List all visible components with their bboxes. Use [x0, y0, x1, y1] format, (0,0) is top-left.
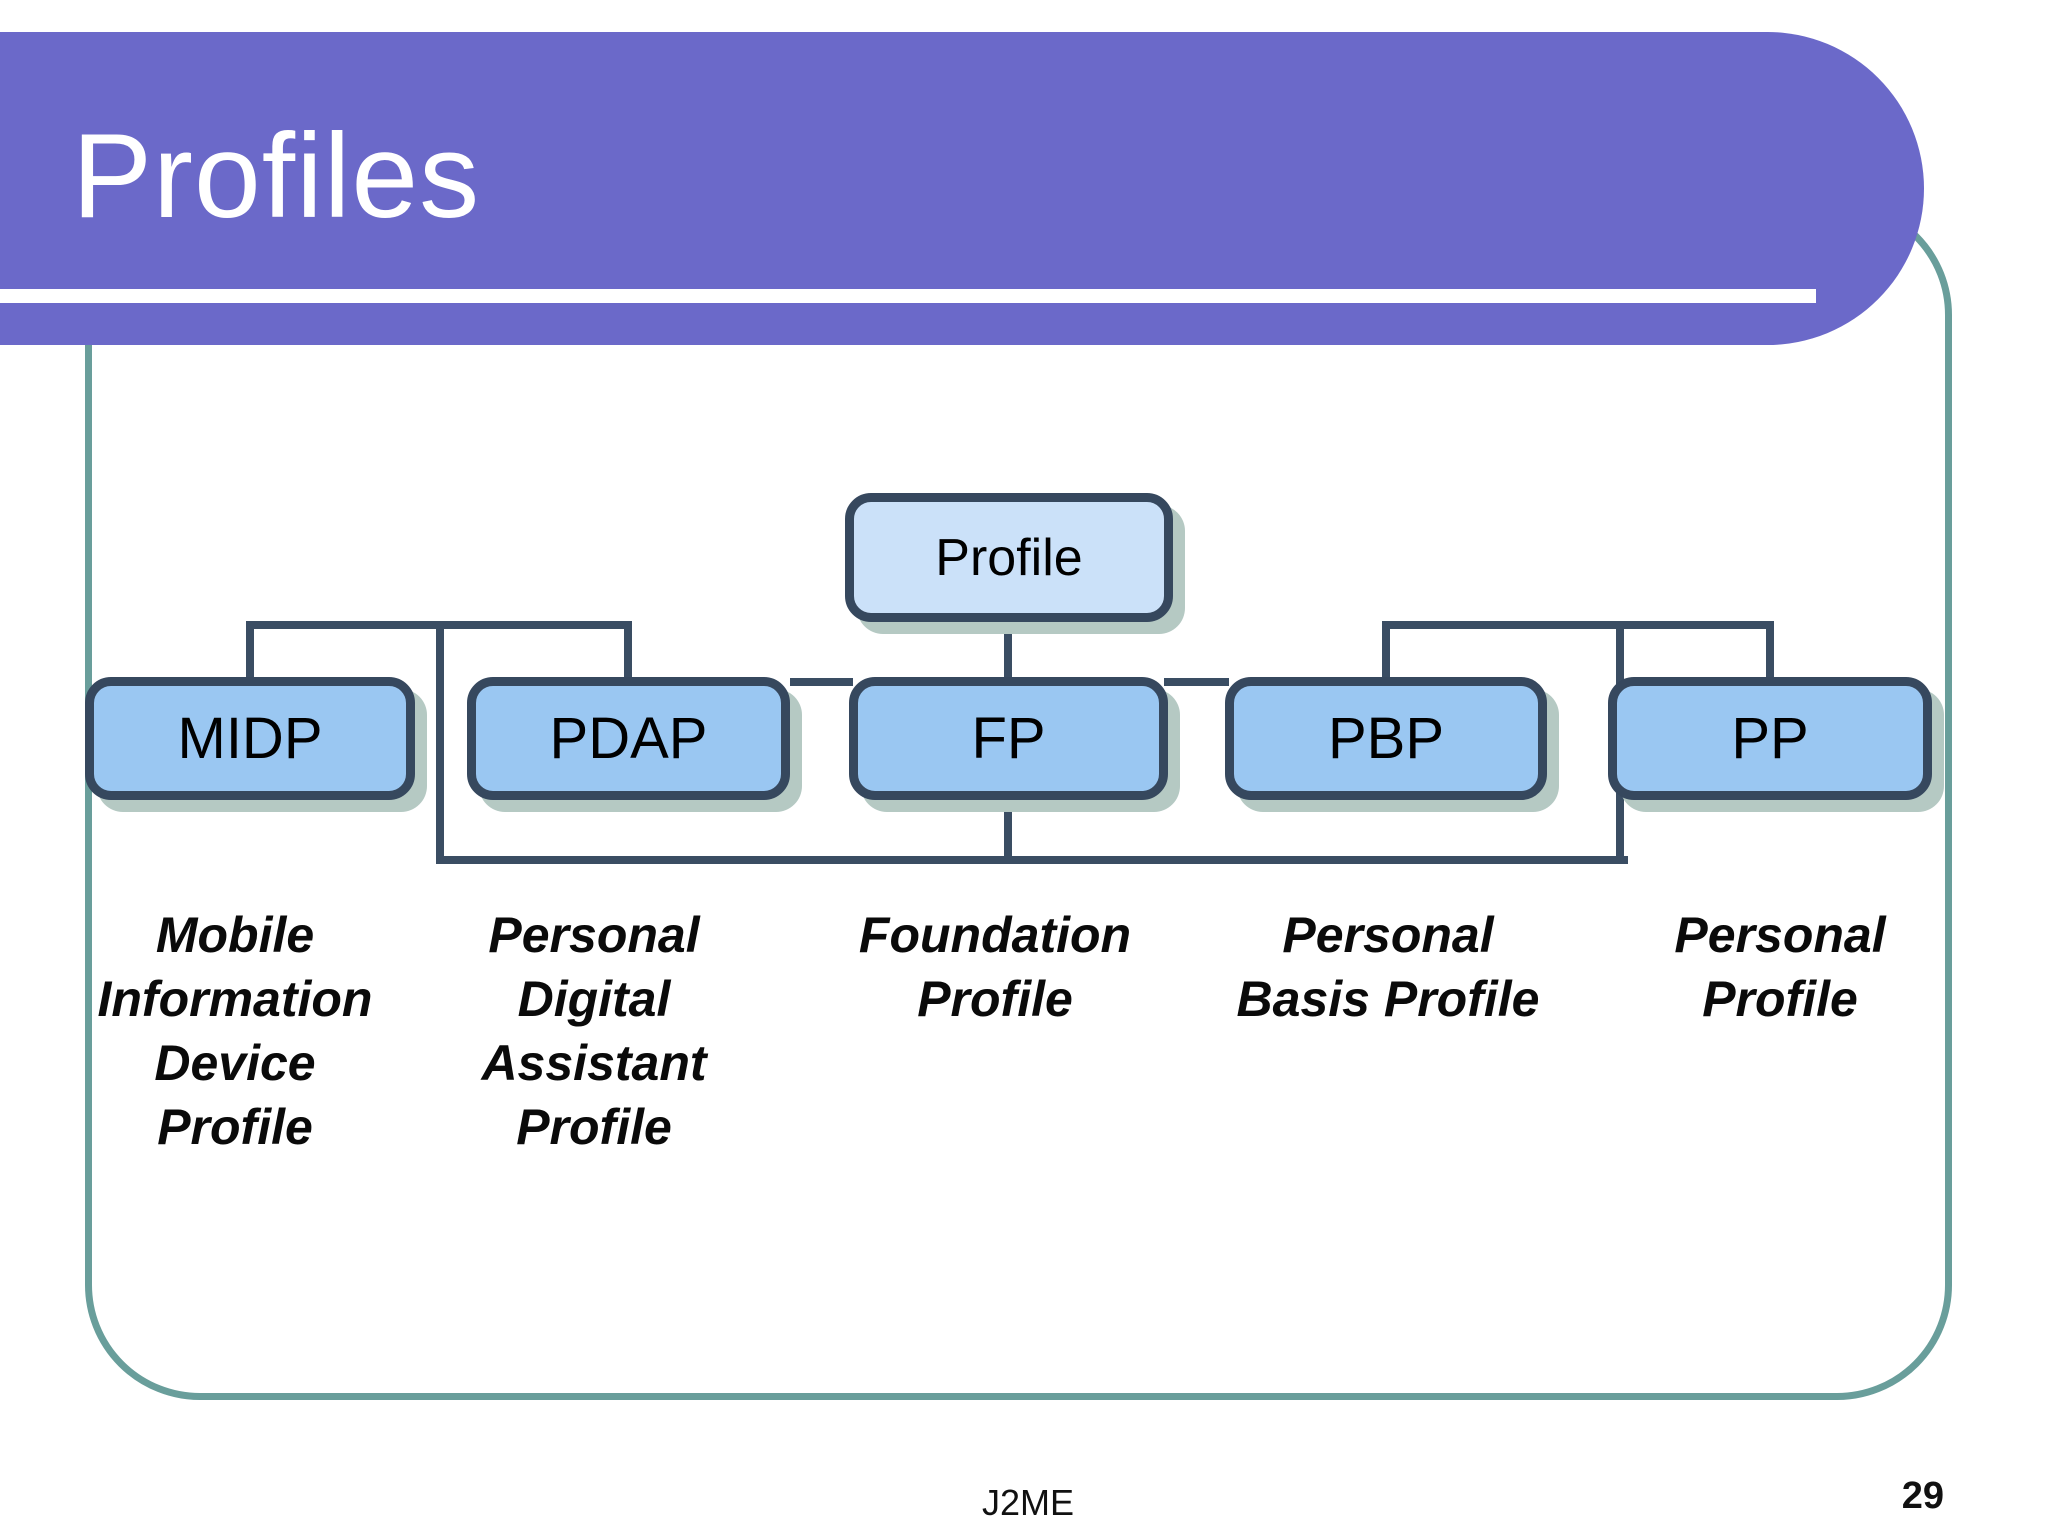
node-pdap-label: PDAP: [549, 706, 708, 771]
node-midp: MIDP: [85, 677, 415, 800]
node-midp-label: MIDP: [177, 706, 323, 771]
title-underline: [0, 289, 1816, 303]
node-fp: FP: [849, 677, 1168, 800]
node-pbp-label: PBP: [1327, 706, 1445, 771]
node-profile: Profile: [845, 493, 1173, 622]
node-pbp: PBP: [1225, 677, 1547, 800]
connector-midp-drop: [246, 621, 254, 679]
title-bar: Profiles: [0, 32, 1924, 345]
description-pdap: Personal Digital Assistant Profile: [481, 907, 707, 1155]
page-number: 29: [1901, 1475, 1944, 1517]
content-frame: [85, 200, 1952, 1400]
page-title: Profiles: [72, 109, 481, 243]
node-pp-label: PP: [1731, 706, 1809, 771]
footer-label: J2ME: [981, 1482, 1075, 1523]
connector-profile-fp: [1004, 620, 1012, 680]
description-fp: Foundation Profile: [858, 907, 1132, 1027]
connector-pdap-fp: [790, 678, 853, 686]
connector-fp-trunk: [1004, 795, 1012, 860]
description-pbp: Personal Basis Profile: [1236, 907, 1540, 1027]
connector-left-trunk-vertical: [436, 621, 444, 864]
node-profile-label: Profile: [935, 528, 1083, 587]
node-fp-label: FP: [971, 706, 1046, 771]
connector-pp-drop: [1766, 621, 1774, 679]
connector-right-bracket: [1382, 621, 1774, 629]
node-pp: PP: [1608, 677, 1932, 800]
node-pdap: PDAP: [467, 677, 790, 800]
description-midp: Mobile Information Device Profile: [97, 907, 373, 1155]
connector-fp-pbp: [1164, 678, 1229, 686]
connector-pbp-drop: [1382, 621, 1390, 679]
connector-pdap-drop: [624, 621, 632, 679]
description-pp: Personal Profile: [1674, 907, 1886, 1027]
connector-bottom-trunk: [436, 856, 1628, 864]
